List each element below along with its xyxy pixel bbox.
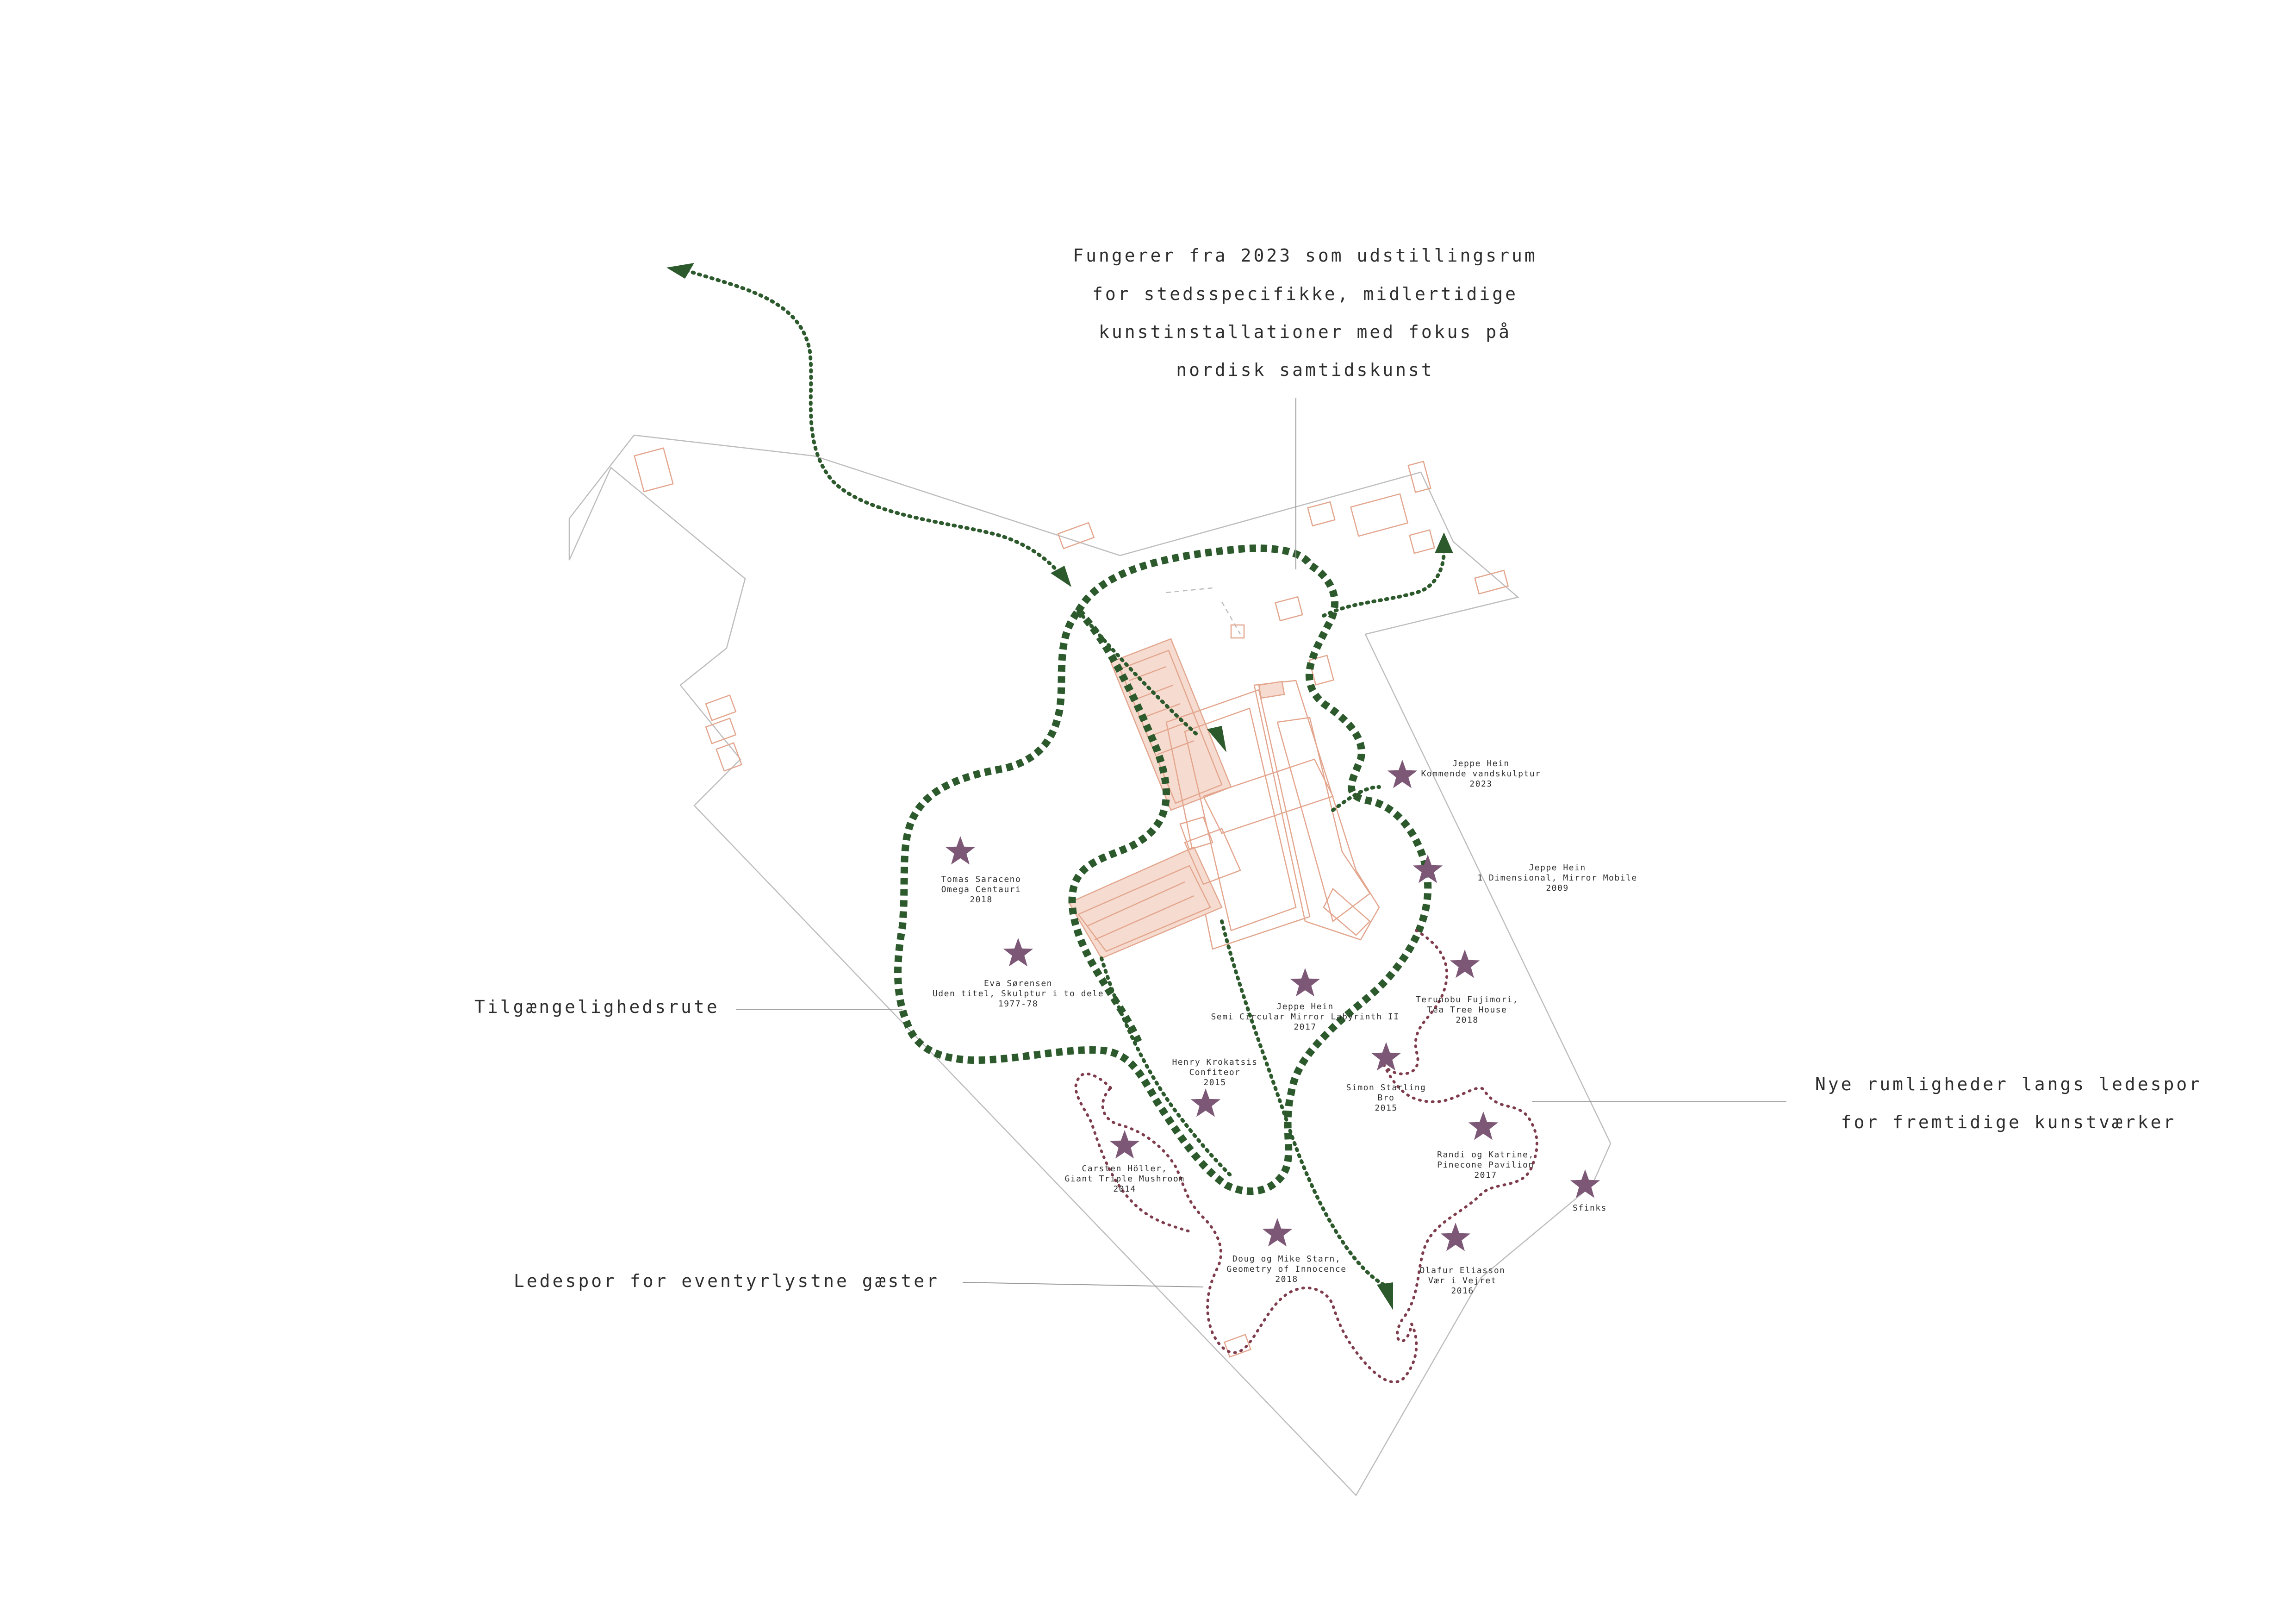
visitor-route-south: [1220, 919, 1390, 1289]
artwork-name: Henry Krokatsis: [1172, 1057, 1257, 1067]
visitor-route-spine: [1076, 609, 1201, 738]
site-boundary: [568, 434, 1612, 1497]
artwork-name: Olafur Eliasson: [1419, 1266, 1505, 1275]
new-spaces-callout: Nye rumligheder langs ledespor for fremt…: [1815, 1074, 2202, 1132]
adventure-leader-line: [962, 1282, 1204, 1287]
star-icon: [1262, 1218, 1293, 1247]
exhibition-line-4: nordisk samtidskunst: [1176, 360, 1434, 380]
artwork-title: Omega Centauri: [941, 885, 1021, 894]
artwork-year: 2018: [970, 895, 992, 905]
artwork-name: Simon Starling: [1346, 1083, 1426, 1093]
artwork-title: Tea Tree House: [1427, 1005, 1507, 1015]
artwork-name: Jeppe Hein: [1452, 759, 1509, 768]
star-icon: [1570, 1169, 1600, 1198]
artwork-name: Jeppe Hein: [1529, 863, 1586, 873]
arrow-icon: [1051, 566, 1071, 587]
arrow-icon: [666, 263, 694, 279]
artwork-year: 2016: [1451, 1286, 1474, 1296]
artwork-year: 2017: [1294, 1022, 1316, 1032]
visitor-route-east: [1331, 785, 1381, 812]
star-icon: [1387, 760, 1418, 788]
artwork-marker: Doug og Mike Starn,Geometry of Innocence…: [1226, 1218, 1346, 1284]
star-icon: [1440, 1223, 1471, 1251]
artwork-year: 2017: [1474, 1170, 1497, 1180]
star-icon: [1190, 1088, 1221, 1117]
artwork-title: Confiteor: [1189, 1068, 1240, 1077]
star-icon: [1109, 1130, 1140, 1159]
artwork-title: Geometry of Innocence: [1226, 1264, 1346, 1274]
new-spaces-line-2: for fremtidige kunstværker: [1841, 1112, 2177, 1132]
exhibition-line-1: Fungerer fra 2023 som udstillingsrum: [1073, 245, 1537, 266]
artwork-year: 2015: [1203, 1078, 1226, 1087]
adventure-trail-west: [1074, 1072, 1191, 1233]
artwork-name: Tomas Saraceno: [941, 874, 1021, 884]
artwork-title: Pinecone Pavilion: [1437, 1160, 1534, 1170]
artwork-year: 2018: [1275, 1274, 1298, 1284]
artwork-title: Semi Circular Mirror Labyrinth II: [1211, 1012, 1399, 1022]
museum-buildings: [1068, 587, 1380, 959]
artwork-title: Kommende vandskulptur: [1421, 769, 1541, 779]
visitor-route-ne: [1322, 549, 1446, 618]
artwork-year: 2014: [1113, 1184, 1136, 1194]
artwork-year: 2009: [1546, 883, 1568, 893]
arrow-icon: [1377, 1282, 1393, 1310]
artwork-title: Vær i Vejret: [1428, 1276, 1497, 1286]
artwork-name: Jeppe Hein: [1276, 1002, 1333, 1012]
artwork-title: Uden titel, Skulptur i to dele: [933, 989, 1104, 999]
adventure-trail: [1101, 929, 1538, 1384]
artwork-name: Randi og Katrine,: [1437, 1150, 1534, 1160]
artwork-title: 1 Dimensional, Mirror Mobile: [1477, 873, 1637, 883]
artwork-name: Doug og Mike Starn,: [1232, 1254, 1341, 1264]
artwork-name: Carsten Höller,: [1082, 1164, 1167, 1174]
artwork-year: 1977-78: [998, 999, 1038, 1009]
adventure-trail-label: Ledespor for eventyrlystne gæster: [514, 1271, 940, 1291]
artwork-year: 2023: [1469, 779, 1492, 789]
arrow-icon: [1435, 532, 1453, 553]
artwork-title: Giant Triple Mushroom: [1064, 1174, 1184, 1184]
artwork-title: Bro: [1377, 1093, 1394, 1103]
artwork-year: 2015: [1375, 1103, 1397, 1113]
artwork-name: Sfinks: [1573, 1203, 1607, 1213]
visitor-route-west: [1100, 956, 1233, 1178]
accessibility-route: [894, 544, 1432, 1195]
arrow-icon: [1207, 726, 1226, 752]
star-icon: [1412, 855, 1443, 883]
outer-buildings: [634, 447, 1509, 1358]
star-icon: [1371, 1042, 1401, 1071]
exhibition-callout: Fungerer fra 2023 som udstillingsrum for…: [1073, 245, 1537, 380]
new-spaces-line-1: Nye rumligheder langs ledespor: [1815, 1074, 2202, 1094]
artwork-name: Terunobu Fujimori,: [1416, 995, 1518, 1005]
exhibition-line-2: for stedsspecifikke, midlertidige: [1092, 284, 1518, 304]
star-icon: [1290, 968, 1320, 997]
star-icon: [945, 836, 976, 865]
artwork-marker: Sfinks: [1570, 1169, 1607, 1213]
artwork-name: Eva Sørensen: [984, 979, 1052, 988]
star-icon: [1003, 938, 1033, 967]
accessibility-route-label: Tilgængelighedsrute: [474, 997, 720, 1017]
artwork-year: 2018: [1456, 1015, 1478, 1025]
visitor-approach-route: [678, 267, 1066, 583]
star-icon: [1450, 949, 1480, 978]
exhibition-line-3: kunstinstallationer med fokus på: [1099, 322, 1512, 342]
star-icon: [1468, 1112, 1499, 1140]
